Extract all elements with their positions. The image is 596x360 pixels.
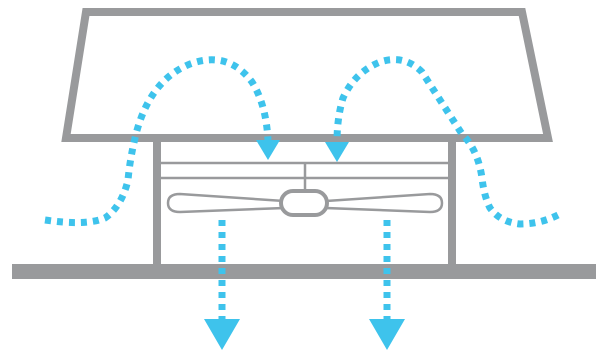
roof-outline-icon: [61, 8, 553, 142]
fan-hub: [279, 189, 329, 217]
airflow-right-loop-arrow: [333, 56, 560, 228]
airflow-down-left-arrowhead-icon: [204, 319, 240, 350]
airflow-right-loop-arrowhead-icon: [325, 142, 349, 162]
fan-mount: [161, 161, 448, 192]
airflow-left-loop-arrow: [44, 56, 272, 227]
ceiling-fan-icon: [166, 189, 444, 217]
right-fan-blade: [324, 192, 444, 214]
left-fan-blade: [166, 192, 286, 214]
airflow-left-loop-arrowhead-icon: [256, 140, 280, 160]
ceiling-slab: [12, 264, 596, 279]
airflow-down-right-arrowhead-icon: [369, 319, 405, 350]
